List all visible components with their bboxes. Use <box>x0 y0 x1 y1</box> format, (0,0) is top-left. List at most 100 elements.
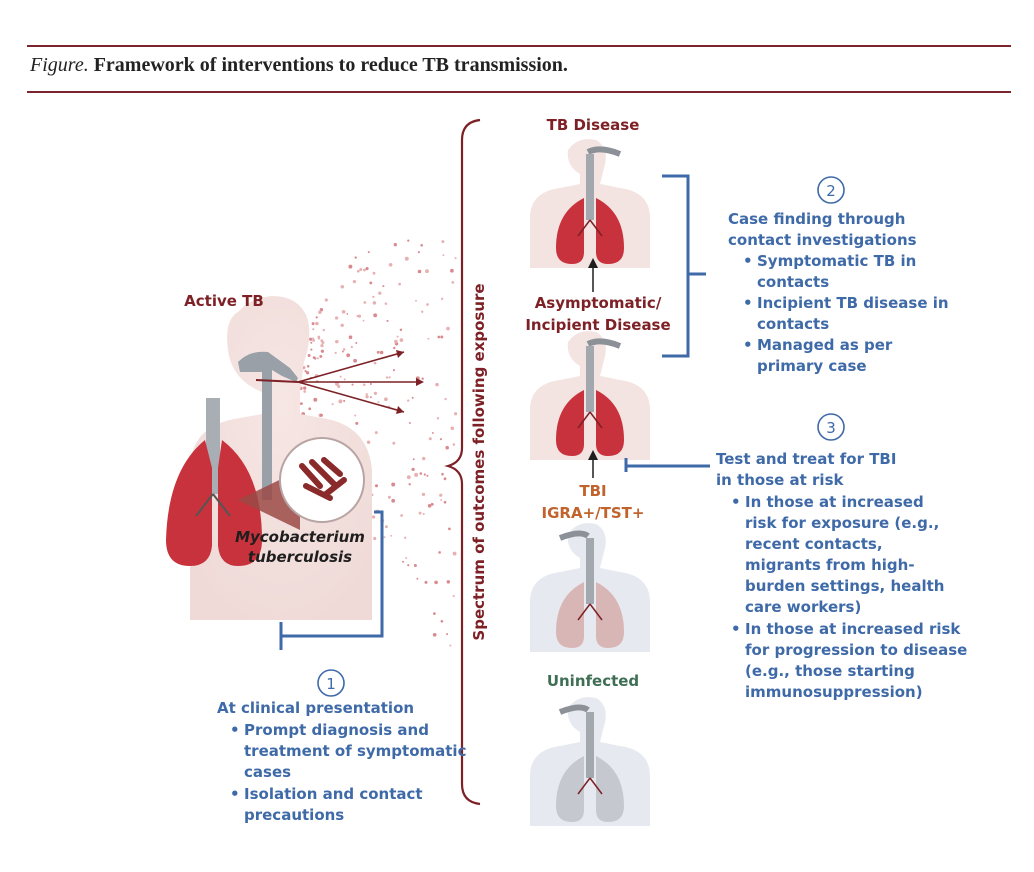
droplet <box>369 383 372 385</box>
droplet <box>313 397 318 402</box>
droplet <box>432 632 437 637</box>
droplet <box>446 580 451 584</box>
droplet <box>324 298 328 302</box>
figure-left-lung <box>556 756 584 822</box>
droplet <box>452 551 457 556</box>
droplet <box>414 472 419 477</box>
droplet <box>337 384 341 389</box>
intervention-2-heading-line-2: contact investigations <box>728 231 917 249</box>
droplet <box>312 338 316 342</box>
droplet <box>319 307 324 312</box>
intervention-1-text: At clinical presentation • Prompt diagno… <box>217 699 466 824</box>
intervention-2-text: Case finding through contact investigati… <box>728 210 949 375</box>
droplet <box>369 396 372 399</box>
intervention-3-bullet-1: • <box>731 493 741 511</box>
droplet <box>433 612 436 615</box>
intervention-2-bullet-3-line-2: primary case <box>757 357 867 375</box>
step-1-badge: 1 <box>317 669 345 697</box>
droplet <box>354 414 357 417</box>
droplet <box>387 495 391 499</box>
figure-right-lung <box>596 390 624 456</box>
caption-title: Framework of interventions to reduce TB … <box>93 54 568 76</box>
pathogen-name-line1: Mycobacterium <box>235 528 365 546</box>
droplet <box>404 536 407 539</box>
droplet <box>435 382 439 387</box>
uninfected-label: Uninfected <box>547 672 639 690</box>
droplet <box>411 467 415 472</box>
figure-right-lung <box>596 582 624 648</box>
droplet <box>309 337 313 341</box>
asymptomatic-label-line2: Incipient Disease <box>525 316 670 334</box>
droplet <box>384 302 388 305</box>
droplet <box>340 284 345 289</box>
droplet <box>307 354 311 357</box>
droplet <box>346 353 351 358</box>
droplet <box>373 313 378 318</box>
droplet <box>365 395 369 399</box>
droplet <box>443 500 447 504</box>
droplet <box>365 393 368 396</box>
droplet <box>422 512 425 516</box>
asymptomatic-label-line1: Asymptomatic/ <box>535 294 662 312</box>
droplet <box>341 309 346 314</box>
droplet <box>391 482 396 487</box>
droplet <box>438 551 441 554</box>
droplet <box>342 348 346 351</box>
figure-caption: Figure. Framework of interventions to re… <box>30 54 568 77</box>
spectrum-label: Spectrum of outcomes following exposure <box>470 283 488 640</box>
droplet <box>373 536 377 541</box>
droplet <box>417 269 422 274</box>
droplet <box>421 492 426 497</box>
figure-bronchi <box>577 411 603 429</box>
droplet <box>404 256 409 261</box>
droplet <box>426 303 429 306</box>
intervention-1-bullet-1-line-3: cases <box>244 763 291 781</box>
droplet <box>348 264 353 269</box>
intervention-1-bullet-1-line-2: treatment of symptomatic <box>244 742 466 760</box>
droplet <box>392 369 396 372</box>
droplet <box>363 301 367 304</box>
droplet <box>407 239 410 242</box>
droplet <box>338 399 343 404</box>
droplet <box>303 390 307 393</box>
droplet <box>350 345 353 349</box>
step-1-number: 1 <box>326 675 336 693</box>
intervention-3-text: Test and treat for TBI in those at risk … <box>716 450 967 701</box>
droplet <box>365 267 369 271</box>
droplet <box>372 295 375 299</box>
droplet <box>363 383 366 387</box>
droplet <box>317 337 321 340</box>
droplet <box>371 515 376 519</box>
droplet <box>384 397 388 402</box>
droplet <box>373 391 378 396</box>
step-2-number: 2 <box>826 182 836 200</box>
droplet <box>431 431 434 434</box>
droplet <box>419 472 423 475</box>
droplet <box>434 580 438 585</box>
droplet <box>354 256 357 259</box>
intervention-3-bullet-2: • <box>731 620 741 638</box>
droplet <box>454 257 457 260</box>
droplet <box>391 498 396 503</box>
droplet <box>388 262 393 267</box>
intervention-1-bullet-2: • <box>230 785 240 803</box>
intervention-1-heading: At clinical presentation <box>217 699 414 717</box>
droplet <box>445 445 449 450</box>
droplet <box>340 323 344 328</box>
droplet <box>440 335 444 339</box>
droplet <box>304 370 307 373</box>
droplet <box>308 407 312 411</box>
bacilli-icon <box>299 457 347 501</box>
droplet <box>421 377 424 380</box>
droplet <box>451 281 455 284</box>
tb-disease-figure <box>530 139 650 268</box>
droplet <box>408 422 411 424</box>
droplet <box>305 371 310 375</box>
intervention-3-heading-line-2: in those at risk <box>716 471 845 489</box>
droplet <box>316 357 320 360</box>
droplet <box>440 499 443 501</box>
intervention-3-bullet-1-line-6: care workers) <box>745 598 861 616</box>
active-tb-left-lung <box>166 440 212 566</box>
intervention-2-bullet-1: • <box>743 252 753 270</box>
droplet <box>343 378 346 381</box>
